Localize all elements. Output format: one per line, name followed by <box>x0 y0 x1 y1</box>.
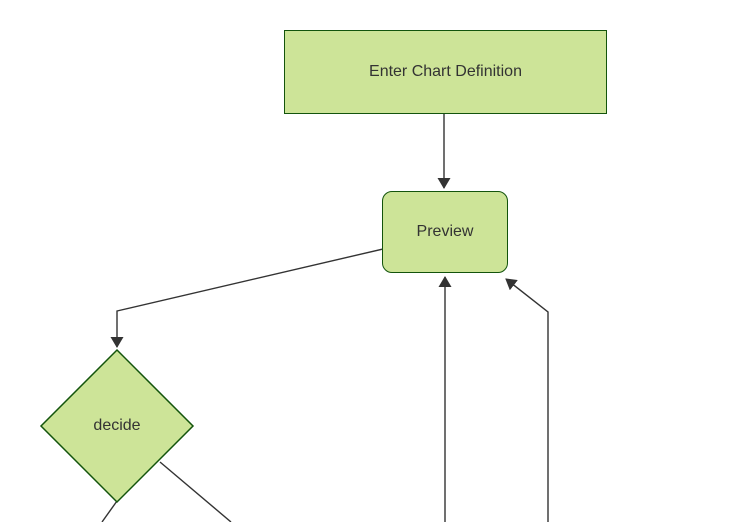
node-decide: decide <box>41 410 193 442</box>
node-decide-shape <box>39 348 195 504</box>
edge-decide-to-offscreen-left <box>101 500 118 522</box>
node-preview-label: Preview <box>416 223 474 240</box>
node-enter-chart-definition-label: Enter Chart Definition <box>369 63 522 80</box>
node-enter-chart-definition: Enter Chart Definition <box>284 30 607 114</box>
edge-decide-to-offscreen-right <box>159 461 232 522</box>
edge-preview-to-decide <box>110 248 384 348</box>
edge-offscreen-to-preview-corner <box>505 278 549 522</box>
node-preview: Preview <box>382 191 508 273</box>
node-decide-label: decide <box>93 417 141 434</box>
